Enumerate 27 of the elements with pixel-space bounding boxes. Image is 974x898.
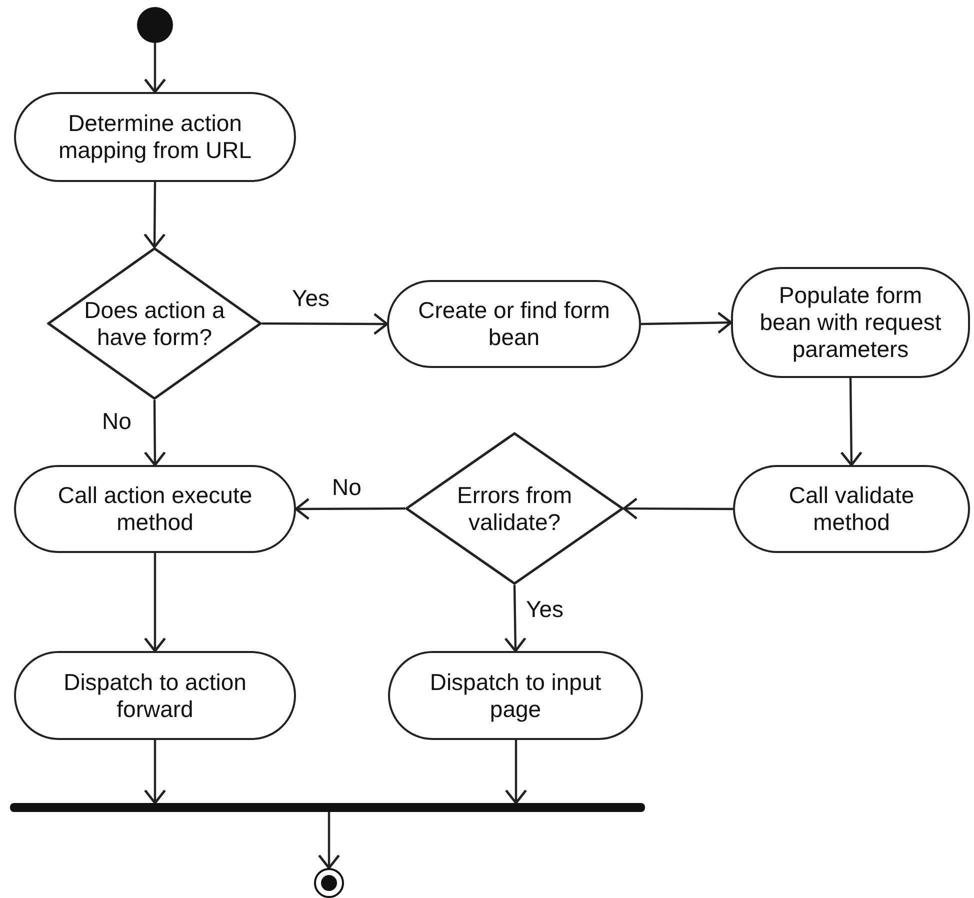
arrow	[504, 584, 526, 652]
arrow	[144, 43, 166, 94]
arrow	[504, 740, 528, 804]
arrow	[318, 812, 340, 870]
decision-diamond	[47, 247, 262, 400]
node-text: Does action a have form?	[83, 296, 226, 350]
arrow	[640, 312, 732, 334]
end-node	[314, 868, 344, 898]
start-node	[137, 7, 173, 43]
node-text: Populate form bean with request parameters	[758, 282, 942, 363]
arrow	[262, 312, 388, 336]
node-text: Errors from validate?	[456, 482, 573, 536]
node-text: Dispatch to action forward	[62, 668, 248, 722]
arrow	[622, 497, 733, 520]
arrow	[294, 498, 405, 520]
node-text: Determine action mapping from URL	[57, 110, 253, 164]
node-text: Call action execute method	[56, 482, 254, 536]
join-bar	[10, 803, 645, 812]
arrow	[840, 378, 862, 466]
node-text: Dispatch to input page	[428, 668, 602, 722]
arrow	[144, 553, 166, 652]
arrow	[144, 740, 166, 804]
arrow	[144, 400, 166, 466]
arrow	[144, 182, 166, 248]
decision-diamond	[405, 432, 624, 585]
node-text: Call validate method	[788, 482, 916, 536]
node-text: Create or find form bean	[417, 297, 611, 351]
